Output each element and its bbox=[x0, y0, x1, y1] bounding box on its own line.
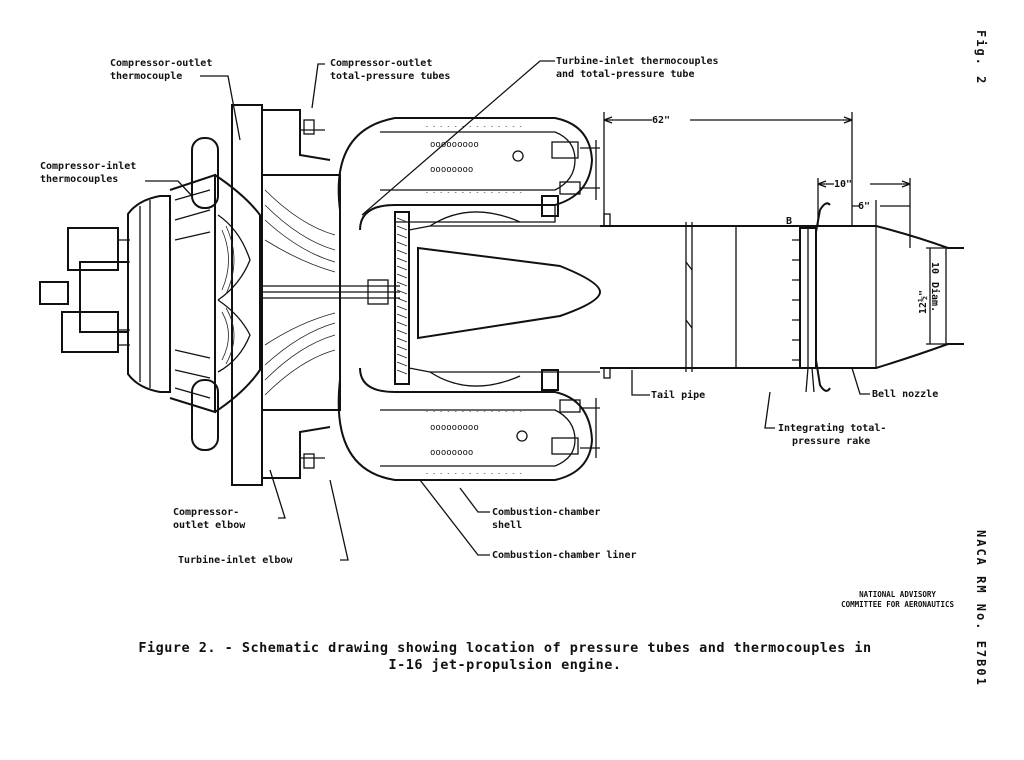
figure-number: Fig. 2 bbox=[974, 30, 988, 86]
svg-text:ooooooooo: ooooooooo bbox=[430, 140, 479, 150]
svg-text:oooooooo: oooooooo bbox=[430, 165, 473, 175]
label-compressor-inlet-thermocouples: Compressor-inlet thermocouples bbox=[40, 160, 142, 185]
figure-caption: Figure 2. - Schematic drawing showing lo… bbox=[40, 640, 970, 674]
label-compressor-outlet-thermocouple: Compressor-outlet thermocouple bbox=[110, 58, 218, 82]
compressor-inlet-casing bbox=[169, 137, 219, 451]
credit-line-1: NATIONAL ADVISORY bbox=[859, 590, 936, 599]
dimension-diam-value: 10 bbox=[929, 262, 940, 274]
label-turbine-inlet-elbow: Turbine-inlet elbow bbox=[178, 554, 293, 566]
svg-text:- - - - - - - - - - - - - -: - - - - - - - - - - - - - - bbox=[425, 408, 523, 415]
dimension-6: 6" bbox=[858, 201, 870, 212]
dimension-62: 62" bbox=[652, 115, 670, 126]
dimension-10: 10" bbox=[834, 179, 852, 190]
callout-labels: Compressor-outlet thermocouple Compresso… bbox=[40, 55, 938, 566]
label-combustion-chamber-liner: Combustion-chamber liner bbox=[492, 549, 637, 561]
pressure-rake: B bbox=[786, 202, 831, 393]
dimension-diam-label: Diam. bbox=[929, 282, 941, 312]
diffuser-vanes bbox=[262, 174, 400, 411]
label-bell-nozzle: Bell nozzle bbox=[872, 389, 938, 400]
dimension-12-5: 12½" bbox=[917, 290, 929, 314]
compressor-impeller bbox=[214, 104, 263, 486]
turbine-wheel bbox=[394, 211, 431, 385]
leader-lines bbox=[145, 60, 870, 561]
caption-line-1: Figure 2. - Schematic drawing showing lo… bbox=[138, 640, 872, 656]
label-turbine-inlet-thermocouples: Turbine-inlet thermocouples and total-pr… bbox=[556, 55, 725, 80]
label-tail-pipe: Tail pipe bbox=[651, 389, 705, 401]
tail-pipe-section bbox=[600, 213, 820, 379]
combustion-chamber-upper: ooooooooo oooooooo - - - - - - - - - - -… bbox=[337, 117, 600, 231]
svg-text:- - - - - - - - - - - - - -: - - - - - - - - - - - - - - bbox=[425, 470, 523, 477]
label-combustion-chamber-shell: Combustion-chamber shell bbox=[492, 506, 606, 531]
compressor-outlet-ducting bbox=[262, 109, 331, 479]
station-label: B bbox=[786, 216, 792, 227]
bell-nozzle bbox=[820, 225, 964, 369]
combustion-chamber-lower: ooooooooo oooooooo - - - - - - - - - - -… bbox=[337, 195, 600, 481]
svg-text:- - - - - - - - - - - - - -: - - - - - - - - - - - - - - bbox=[425, 189, 523, 196]
label-integrating-rake: Integrating total- pressure rake bbox=[778, 422, 892, 447]
svg-text:ooooooooo: ooooooooo bbox=[430, 423, 479, 433]
engine-drawing: ooooooooo oooooooo - - - - - - - - - - -… bbox=[39, 60, 964, 561]
svg-text:- - - - - - - - - - - - - -: - - - - - - - - - - - - - - bbox=[425, 123, 523, 130]
dimension-lines: 62" 10" 6" 10 Diam. 12½" bbox=[603, 112, 950, 345]
label-compressor-outlet-total-pressure-tubes: Compressor-outlet total-pressure tubes bbox=[330, 58, 450, 82]
credit-line-2: COMMITTEE FOR AERONAUTICS bbox=[841, 600, 954, 609]
label-compressor-outlet-elbow: Compressor- outlet elbow bbox=[173, 507, 246, 531]
caption-line-2: I-16 jet-propulsion engine. bbox=[388, 657, 622, 673]
report-number: NACA RM No. E7B01 bbox=[974, 530, 988, 687]
accessory-housing bbox=[39, 195, 171, 393]
svg-text:oooooooo: oooooooo bbox=[430, 448, 473, 458]
committee-credit: NATIONAL ADVISORY COMMITTEE FOR AERONAUT… bbox=[841, 590, 954, 610]
exhaust-cone bbox=[417, 211, 602, 387]
